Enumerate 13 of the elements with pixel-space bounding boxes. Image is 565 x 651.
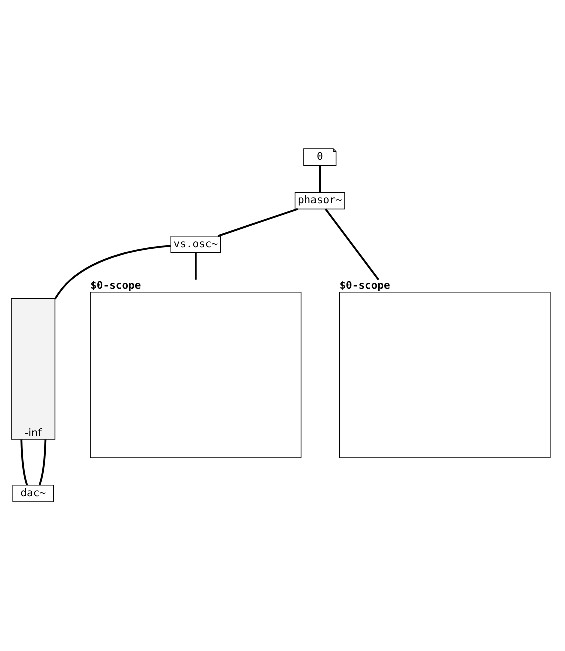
node-text: $0-scope <box>90 280 142 292</box>
node-box: -inf <box>11 298 56 440</box>
connector <box>195 253 197 280</box>
node-box: vs.osc~ <box>170 236 222 254</box>
connector <box>20 440 28 486</box>
node-box: dac~ <box>12 485 54 502</box>
connector <box>218 208 298 238</box>
connector <box>325 208 380 280</box>
node-box: phasor~ <box>294 192 346 210</box>
node-text: $0-scope <box>340 280 390 292</box>
connector <box>54 245 171 300</box>
connector <box>38 440 47 486</box>
connector <box>319 166 322 192</box>
